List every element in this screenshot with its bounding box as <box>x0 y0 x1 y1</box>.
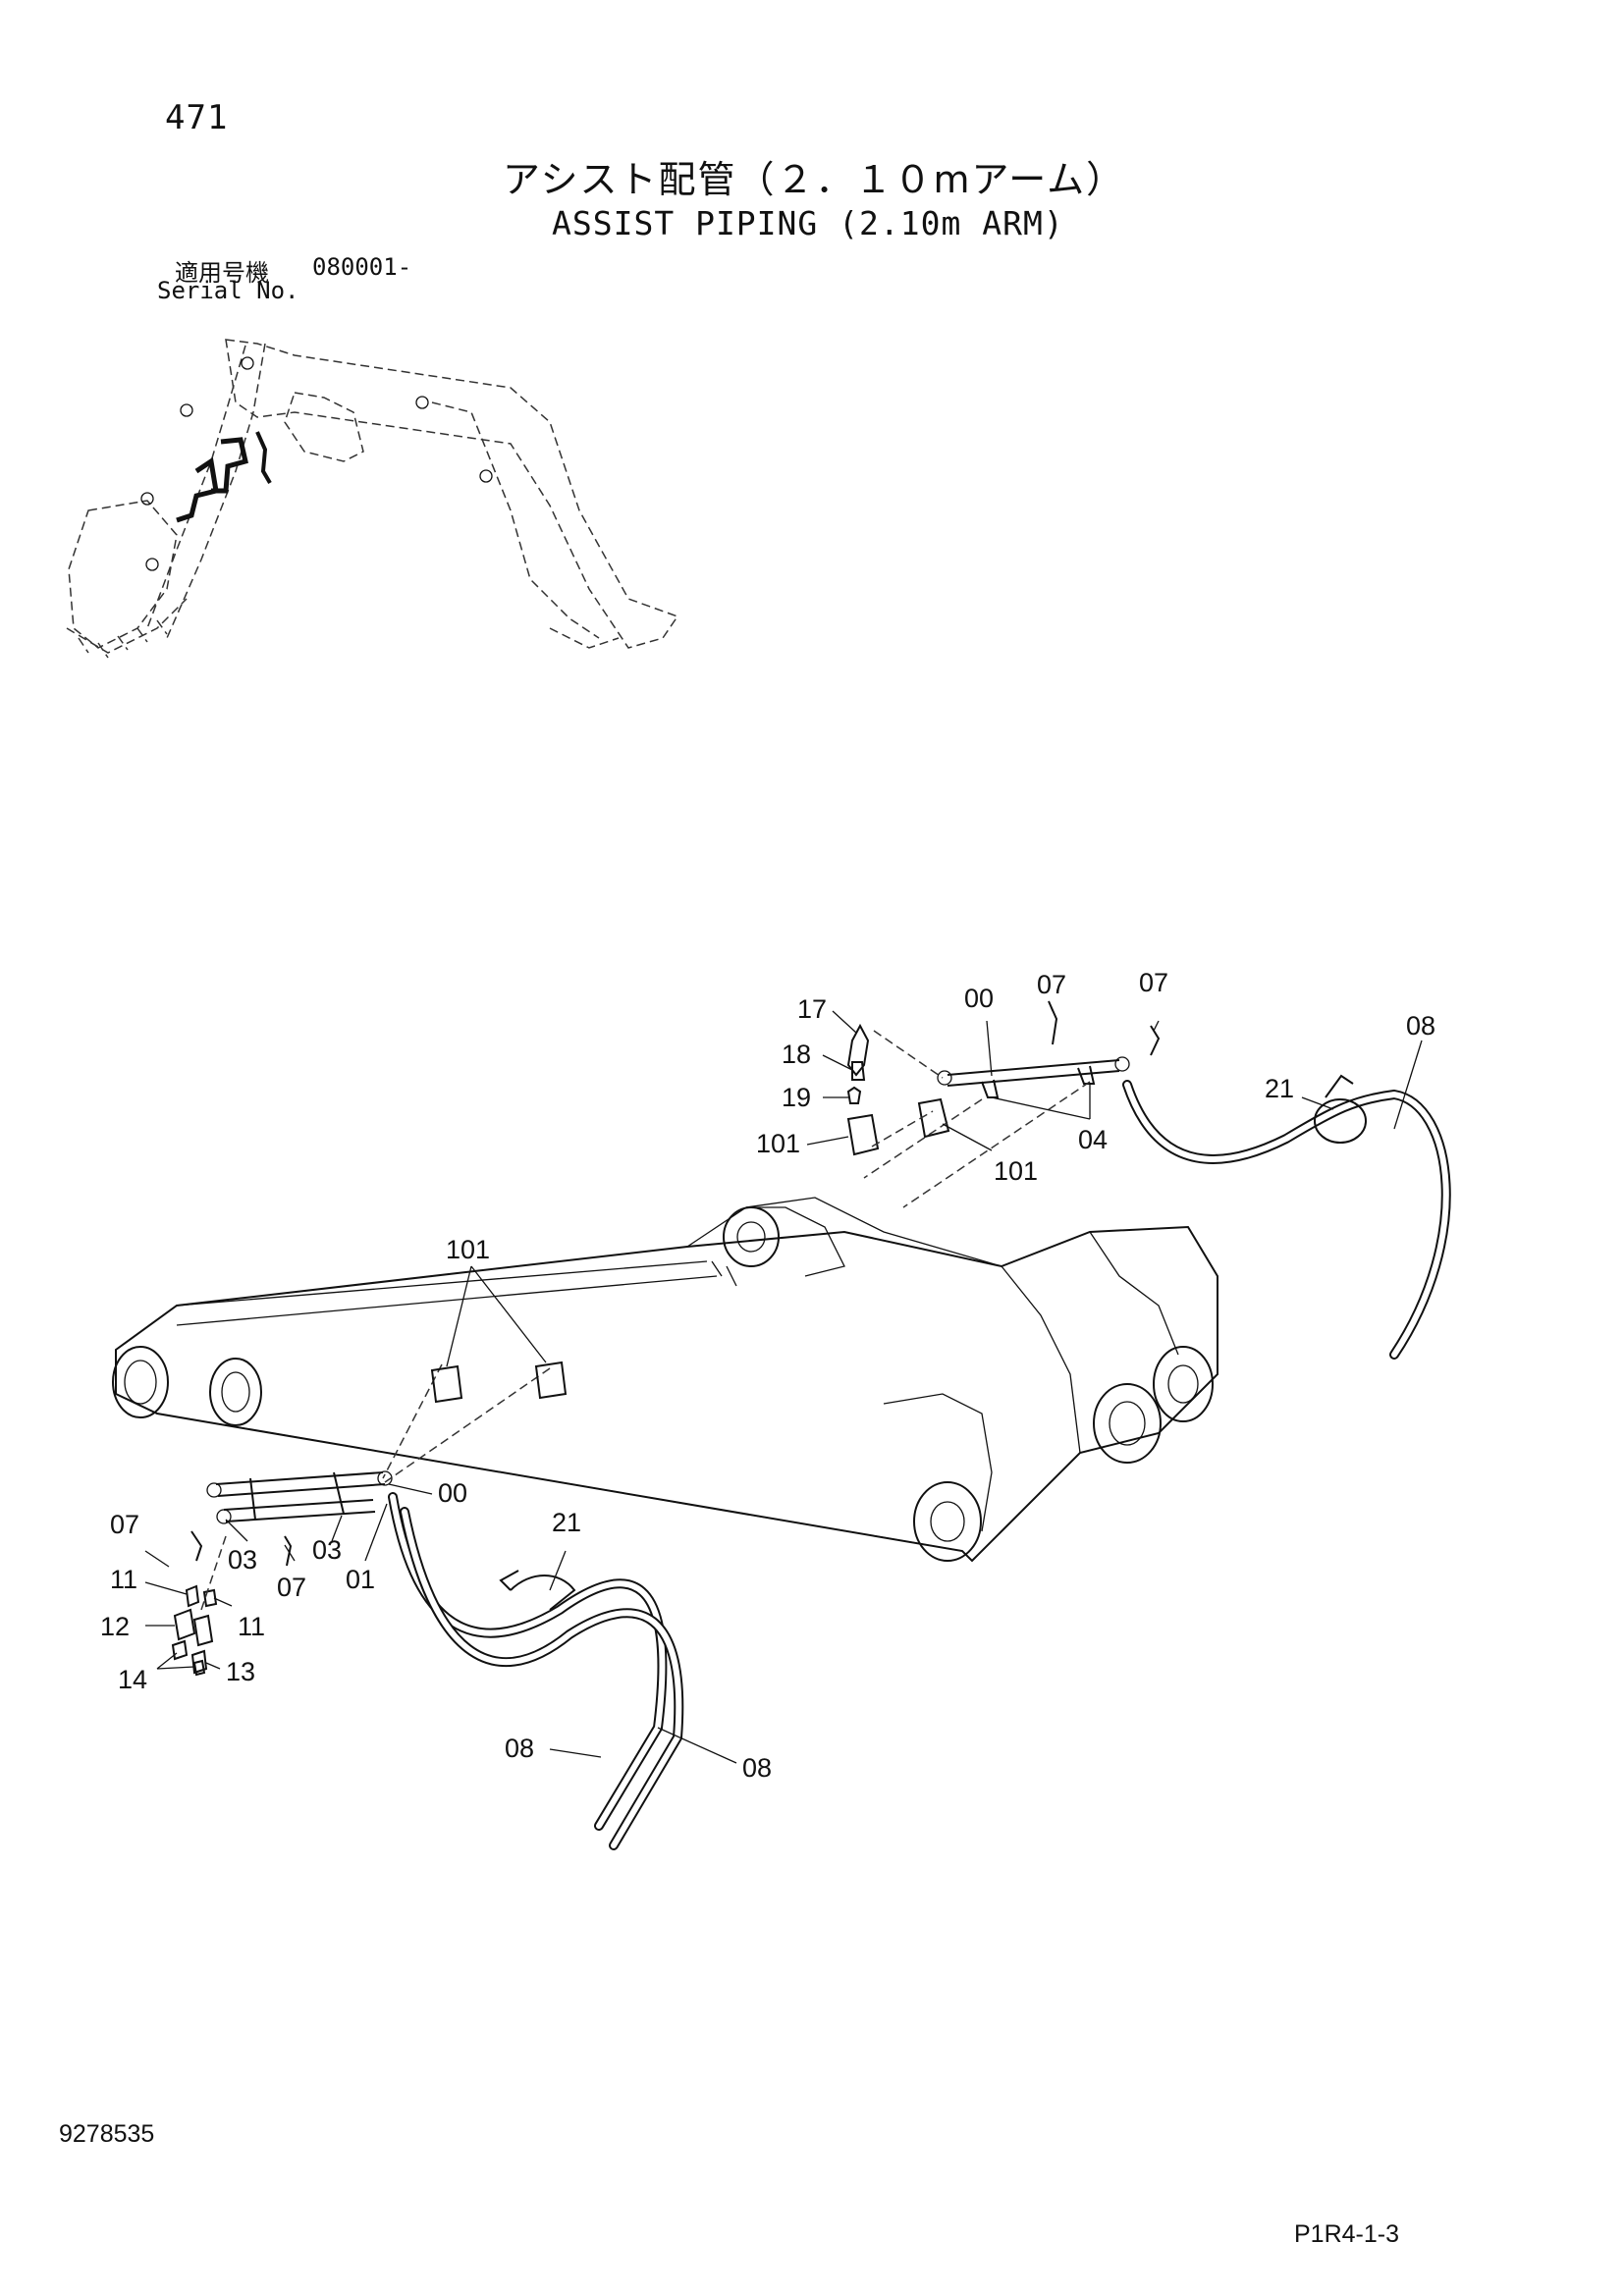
callout-19: 19 <box>782 1083 811 1112</box>
page-title-japanese: アシスト配管（２．１０mアーム） <box>503 158 1126 201</box>
callout-08-lower-right: 08 <box>742 1753 772 1783</box>
callout-101-arm: 101 <box>446 1235 490 1264</box>
lower-hoses <box>388 1492 684 1850</box>
callout-03-left: 03 <box>228 1545 257 1575</box>
callout-00-upper: 00 <box>964 984 994 1013</box>
callout-101-upper-left: 101 <box>756 1129 800 1158</box>
page-number: 471 <box>165 98 229 137</box>
callout-11-right: 11 <box>238 1612 265 1641</box>
callout-04: 04 <box>1078 1125 1108 1154</box>
callout-01: 01 <box>346 1565 375 1594</box>
page-title-english: ASSIST PIPING (2.10m ARM) <box>552 204 1064 242</box>
callout-14: 14 <box>118 1665 147 1694</box>
locator-thumbnail <box>66 339 679 659</box>
lower-pipe-assembly <box>171 1363 551 1677</box>
upper-right-hose <box>1122 1074 1451 1360</box>
callout-21-lower: 21 <box>552 1508 581 1537</box>
callout-labels: 17 18 19 101 101 00 07 07 04 08 21 101 0… <box>100 968 1435 1783</box>
callout-07-upper-left: 07 <box>1037 970 1066 999</box>
callout-101-upper-right: 101 <box>994 1156 1038 1186</box>
callout-08-upper: 08 <box>1406 1011 1435 1041</box>
callout-11-left: 11 <box>110 1565 137 1594</box>
callout-12: 12 <box>100 1612 130 1641</box>
callout-21-upper: 21 <box>1265 1074 1294 1103</box>
callout-03-right: 03 <box>312 1535 342 1565</box>
callout-08-lower-left: 08 <box>505 1734 534 1763</box>
upper-pipe-assembly <box>846 1000 1161 1208</box>
page-reference: P1R4-1-3 <box>1294 2220 1399 2248</box>
callout-17: 17 <box>797 994 827 1024</box>
leader-lines <box>144 1000 1423 1764</box>
document-number: 9278535 <box>59 2120 155 2148</box>
callout-00-lower: 00 <box>438 1478 467 1508</box>
arm-body <box>112 1197 1218 1563</box>
serial-number-value: 080001- <box>312 253 412 281</box>
callout-07-lower-middle: 07 <box>277 1573 306 1602</box>
callout-07-upper-right: 07 <box>1139 968 1168 997</box>
arm-clamp-parts <box>430 1361 568 1404</box>
callout-07-lower-left: 07 <box>110 1510 139 1539</box>
serial-label-japanese: 適用号機 <box>175 259 269 287</box>
serial-label-english: Serial No. <box>157 277 299 304</box>
callout-13: 13 <box>226 1657 255 1686</box>
callout-18: 18 <box>782 1040 811 1069</box>
